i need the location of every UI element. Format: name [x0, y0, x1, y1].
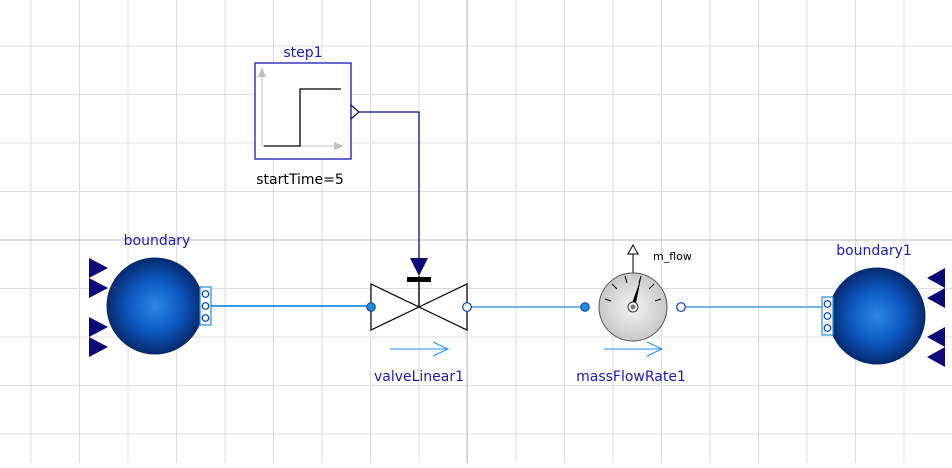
boundary-port-connector — [201, 314, 210, 322]
step1-output-port[interactable] — [350, 103, 360, 121]
gauge-tick — [611, 283, 618, 290]
boundary1-port-connector — [823, 312, 832, 320]
boundary-input-triangle[interactable] — [89, 317, 108, 337]
boundary-input-triangle[interactable] — [89, 278, 108, 298]
boundary1-input-triangle[interactable] — [927, 327, 945, 347]
connections — [211, 111, 822, 308]
gauge-tick — [604, 298, 612, 302]
sensor-label: massFlowRate1 — [576, 369, 686, 385]
gauge-tick — [624, 275, 628, 284]
valve-port-b[interactable] — [462, 302, 472, 312]
boundary-sphere — [106, 257, 204, 355]
valve-actuator-bar — [407, 277, 431, 282]
valve-flow-arrowhead — [432, 341, 450, 357]
boundary1-port-connector — [823, 324, 832, 332]
boundary1-sphere — [828, 267, 926, 365]
boundary1-label: boundary1 — [836, 243, 912, 259]
valve-component[interactable]: valveLinear1 — [366, 258, 472, 385]
sensor-flow-arrowhead — [646, 341, 664, 357]
gauge-tick — [638, 275, 642, 284]
boundary1-input-triangle[interactable] — [927, 288, 945, 308]
step1-y-axis-arrow — [258, 67, 266, 77]
sensor-output-label: m_flow — [653, 250, 692, 263]
mass-flow-sensor-component[interactable]: m_flow massFlowRate1 — [576, 243, 692, 385]
sensor-port-b[interactable] — [676, 302, 686, 312]
boundary-port-connector — [201, 290, 210, 298]
gauge-tick — [648, 283, 655, 290]
boundary-label: boundary — [124, 233, 191, 249]
valve-input-port[interactable] — [410, 258, 428, 276]
gauge-hub-center — [630, 304, 636, 310]
boundary-component[interactable]: boundary — [89, 233, 212, 357]
boundary-input-triangle[interactable] — [89, 258, 108, 278]
sensor-port-a[interactable] — [580, 302, 590, 312]
step1-step-curve — [264, 88, 341, 147]
boundary-input-triangle[interactable] — [89, 337, 108, 357]
boundary1-input-triangle[interactable] — [927, 347, 945, 367]
signal-connection-step1-valve[interactable] — [357, 111, 420, 260]
boundary1-input-triangle[interactable] — [927, 268, 945, 288]
step1-block[interactable]: step1 startTime=5 — [254, 45, 360, 188]
sensor-output-port[interactable] — [627, 243, 639, 255]
gauge-needle — [631, 278, 641, 308]
step1-label: step1 — [283, 45, 322, 61]
valve-port-a[interactable] — [366, 302, 376, 312]
boundary1-port-connector — [823, 300, 832, 308]
valve-body-right — [417, 283, 468, 331]
boundary1-component[interactable]: boundary1 — [821, 243, 945, 367]
step1-parameter: startTime=5 — [256, 172, 344, 188]
valve-body-left — [370, 283, 421, 331]
step1-x-axis-arrow — [334, 142, 344, 150]
gauge-tick — [654, 298, 662, 302]
boundary-port-connector — [201, 302, 210, 310]
valve-label: valveLinear1 — [374, 369, 464, 385]
